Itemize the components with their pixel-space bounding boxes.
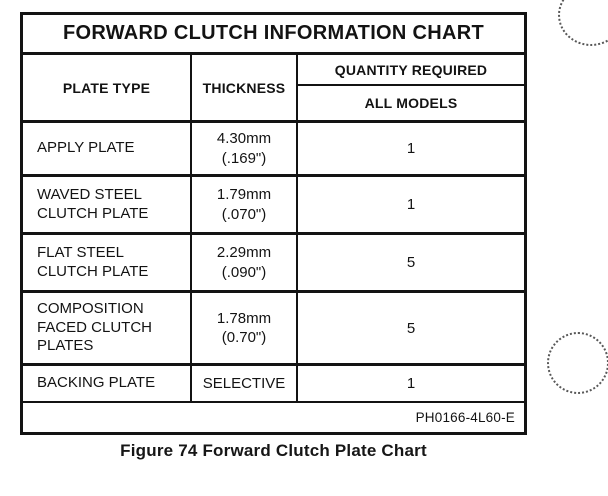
table-row-apply-plate: APPLY PLATE 4.30mm (.169") 1 (23, 120, 524, 174)
plate-type-cell: WAVED STEEL CLUTCH PLATE (23, 177, 192, 232)
punch-hole-artifact-middle (547, 332, 608, 394)
plate-type-cell: FLAT STEEL CLUTCH PLATE (23, 235, 192, 290)
part-code-label: PH0166-4L60-E (23, 401, 524, 432)
thickness-cell: SELECTIVE (192, 366, 298, 401)
punch-hole-artifact-top (558, 0, 608, 46)
quantity-cell: 1 (406, 140, 416, 157)
plate-type-cell: COMPOSITION FACED CLUTCH PLATES (23, 293, 192, 363)
quantity-cell: 1 (406, 375, 416, 392)
plate-type-cell: BACKING PLATE (23, 366, 192, 401)
column-header-plate-type: PLATE TYPE (23, 55, 192, 120)
table-header-row: PLATE TYPE THICKNESS QUANTITY REQUIRED A… (23, 52, 524, 120)
column-header-quantity-required: QUANTITY REQUIRED (298, 55, 524, 86)
column-header-all-models: ALL MODELS (364, 95, 458, 111)
table-row-backing-plate: BACKING PLATE SELECTIVE 1 (23, 363, 524, 401)
thickness-cell: 1.78mm (0.70") (192, 293, 298, 363)
thickness-cell: 2.29mm (.090") (192, 235, 298, 290)
column-header-thickness: THICKNESS (192, 55, 298, 120)
table-row-flat-steel-clutch-plate: FLAT STEEL CLUTCH PLATE 2.29mm (.090") 5 (23, 232, 524, 290)
quantity-cell: 1 (406, 196, 416, 213)
forward-clutch-information-table: FORWARD CLUTCH INFORMATION CHART PLATE T… (20, 12, 527, 435)
thickness-cell: 4.30mm (.169") (192, 123, 298, 174)
quantity-cell: 5 (406, 319, 416, 337)
quantity-cell: 5 (406, 254, 416, 271)
column-header-quantity-group: QUANTITY REQUIRED ALL MODELS (298, 55, 524, 120)
table-row-waved-steel-clutch-plate: WAVED STEEL CLUTCH PLATE 1.79mm (.070") … (23, 174, 524, 232)
thickness-cell: 1.79mm (.070") (192, 177, 298, 232)
table-row-composition-faced-clutch-plates: COMPOSITION FACED CLUTCH PLATES 1.78mm (… (23, 290, 524, 363)
plate-type-cell: APPLY PLATE (23, 123, 192, 174)
figure-caption: Figure 74 Forward Clutch Plate Chart (120, 441, 427, 460)
table-title: FORWARD CLUTCH INFORMATION CHART (62, 22, 485, 44)
